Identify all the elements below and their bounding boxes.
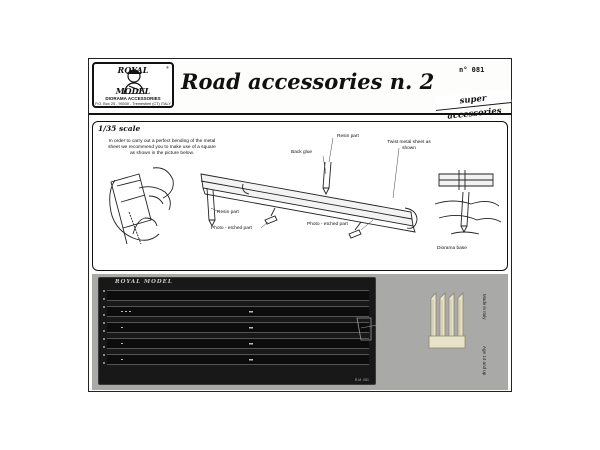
assembly-drawing [109,137,502,245]
label-resin-part-bottom: Resin part [217,210,239,215]
fret-strip [107,354,369,365]
label-diorama-base: Diorama base [437,246,467,251]
fret-strip [107,290,369,301]
scale-label: 1/35 scale [98,124,141,133]
fret-strip [107,338,369,349]
instructions-panel: 1/35 scale In order to carry out a perfe… [92,121,508,271]
royal-model-logo: ROYAL ® MODEL DIORAMA ACCESSORIES P.O. B… [92,62,174,108]
logo-registered-mark: ® [166,65,169,70]
label-resin-part-top: Resin part [337,134,359,139]
guard-rail-illustration [200,161,418,239]
made-in-italy-label: Made in Italy [482,294,487,320]
hands-with-square-illustration [109,167,174,245]
label-photo-etched-right: Photo - etched part [307,222,348,227]
age-warning-label: Age 14 and up [482,346,487,376]
post-on-base-illustration [434,170,502,235]
page-title: Road accessories n. 2 [181,69,435,94]
product-number: n° 081 [459,66,485,74]
fret-strip [107,306,369,317]
instruction-sheet: ROYAL ® MODEL DIORAMA ACCESSORIES P.O. B… [88,58,512,392]
fret-strip [107,322,369,333]
fret-tag: R.M. 081 [354,378,369,382]
soldier-figure-icon [123,69,145,94]
photo-etched-fret: ROYAL MODEL [98,277,377,385]
parts-photo-area: ROYAL MODEL [92,274,508,390]
label-photo-etched-left: Photo - etched part [211,226,252,231]
logo-tagline: DIORAMA ACCESSORIES [105,96,161,101]
label-twist-metal-sheet: Twist metal sheet as shown [387,140,431,151]
resin-posts-part [428,292,466,349]
bending-note: In order to carry out a perfect bending … [108,139,216,156]
fret-detail-marks [103,290,377,364]
logo-address: P.O. Box 25 - 95030 - Tremestieri (CT) I… [95,102,171,106]
logo-line2: MODEL [115,86,151,96]
fret-brand: ROYAL MODEL [115,279,173,285]
header: ROYAL ® MODEL DIORAMA ACCESSORIES P.O. B… [89,59,512,122]
label-back-glue: Back glue [291,150,313,155]
